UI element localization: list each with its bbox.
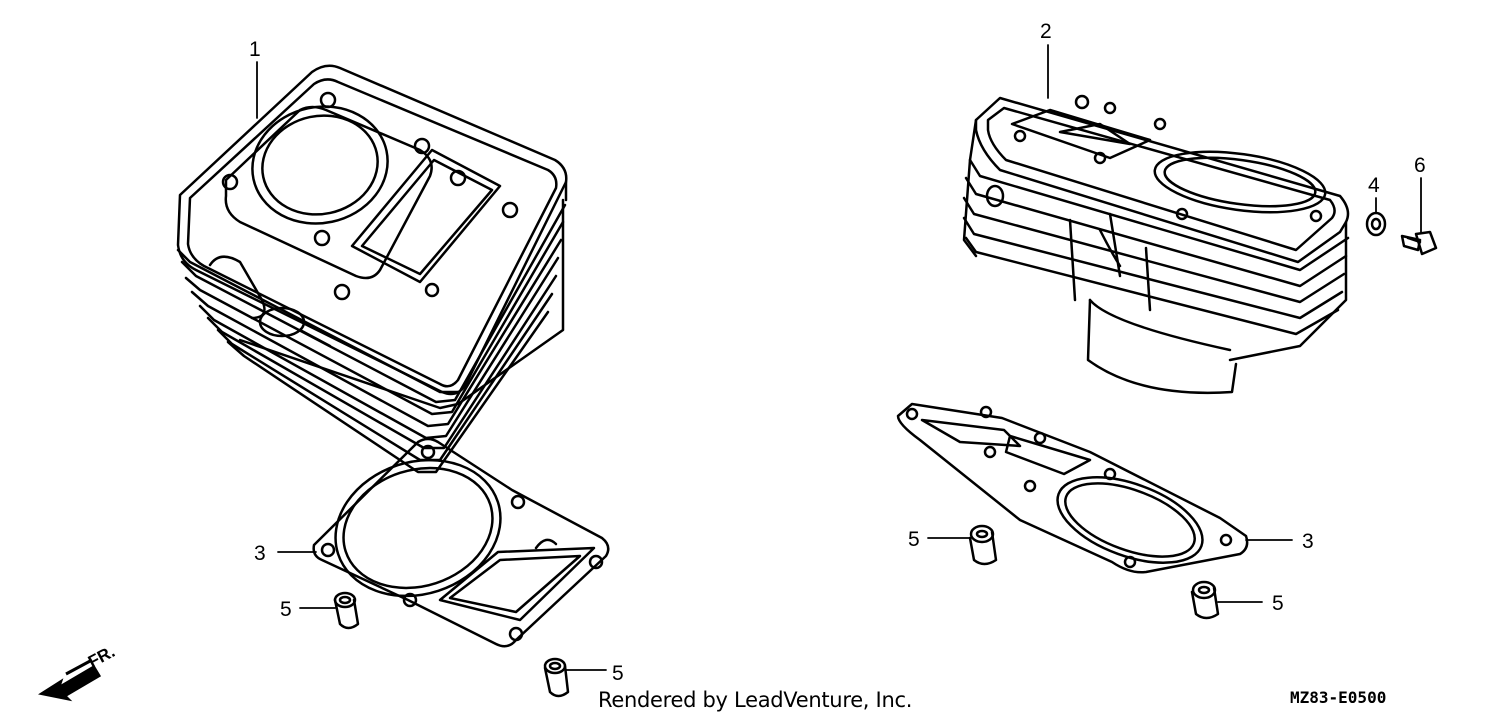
cylinder-base-gasket-right <box>896 402 1249 574</box>
washer <box>1365 211 1387 237</box>
callout-5-right-2: 5 <box>1272 592 1284 615</box>
dowel-pin-right-1 <box>968 524 998 566</box>
dowel-pin-left-1 <box>333 591 360 630</box>
front-arrow-icon <box>38 658 102 702</box>
callout-5-right-1: 5 <box>908 528 920 551</box>
callout-5-left-2: 5 <box>612 662 624 685</box>
cylinder-right <box>962 94 1350 395</box>
callout-4: 4 <box>1368 174 1380 197</box>
render-credit: Rendered by LeadVenture, Inc. <box>598 688 913 712</box>
callout-3-right: 3 <box>1302 530 1314 553</box>
callout-6: 6 <box>1414 154 1426 177</box>
bolt <box>1400 230 1438 256</box>
cylinder-base-gasket-left <box>312 437 610 648</box>
callout-3-left: 3 <box>254 542 266 565</box>
callout-1: 1 <box>249 38 261 61</box>
diagram-code: MZ83-E0500 <box>1290 688 1387 707</box>
front-direction-label: FR. <box>85 642 118 672</box>
callout-5-left-1: 5 <box>280 598 292 621</box>
dowel-pin-right-2 <box>1190 580 1220 620</box>
cylinder-left <box>176 64 568 474</box>
dowel-pin-left-2 <box>543 657 570 698</box>
callout-2: 2 <box>1040 20 1052 43</box>
